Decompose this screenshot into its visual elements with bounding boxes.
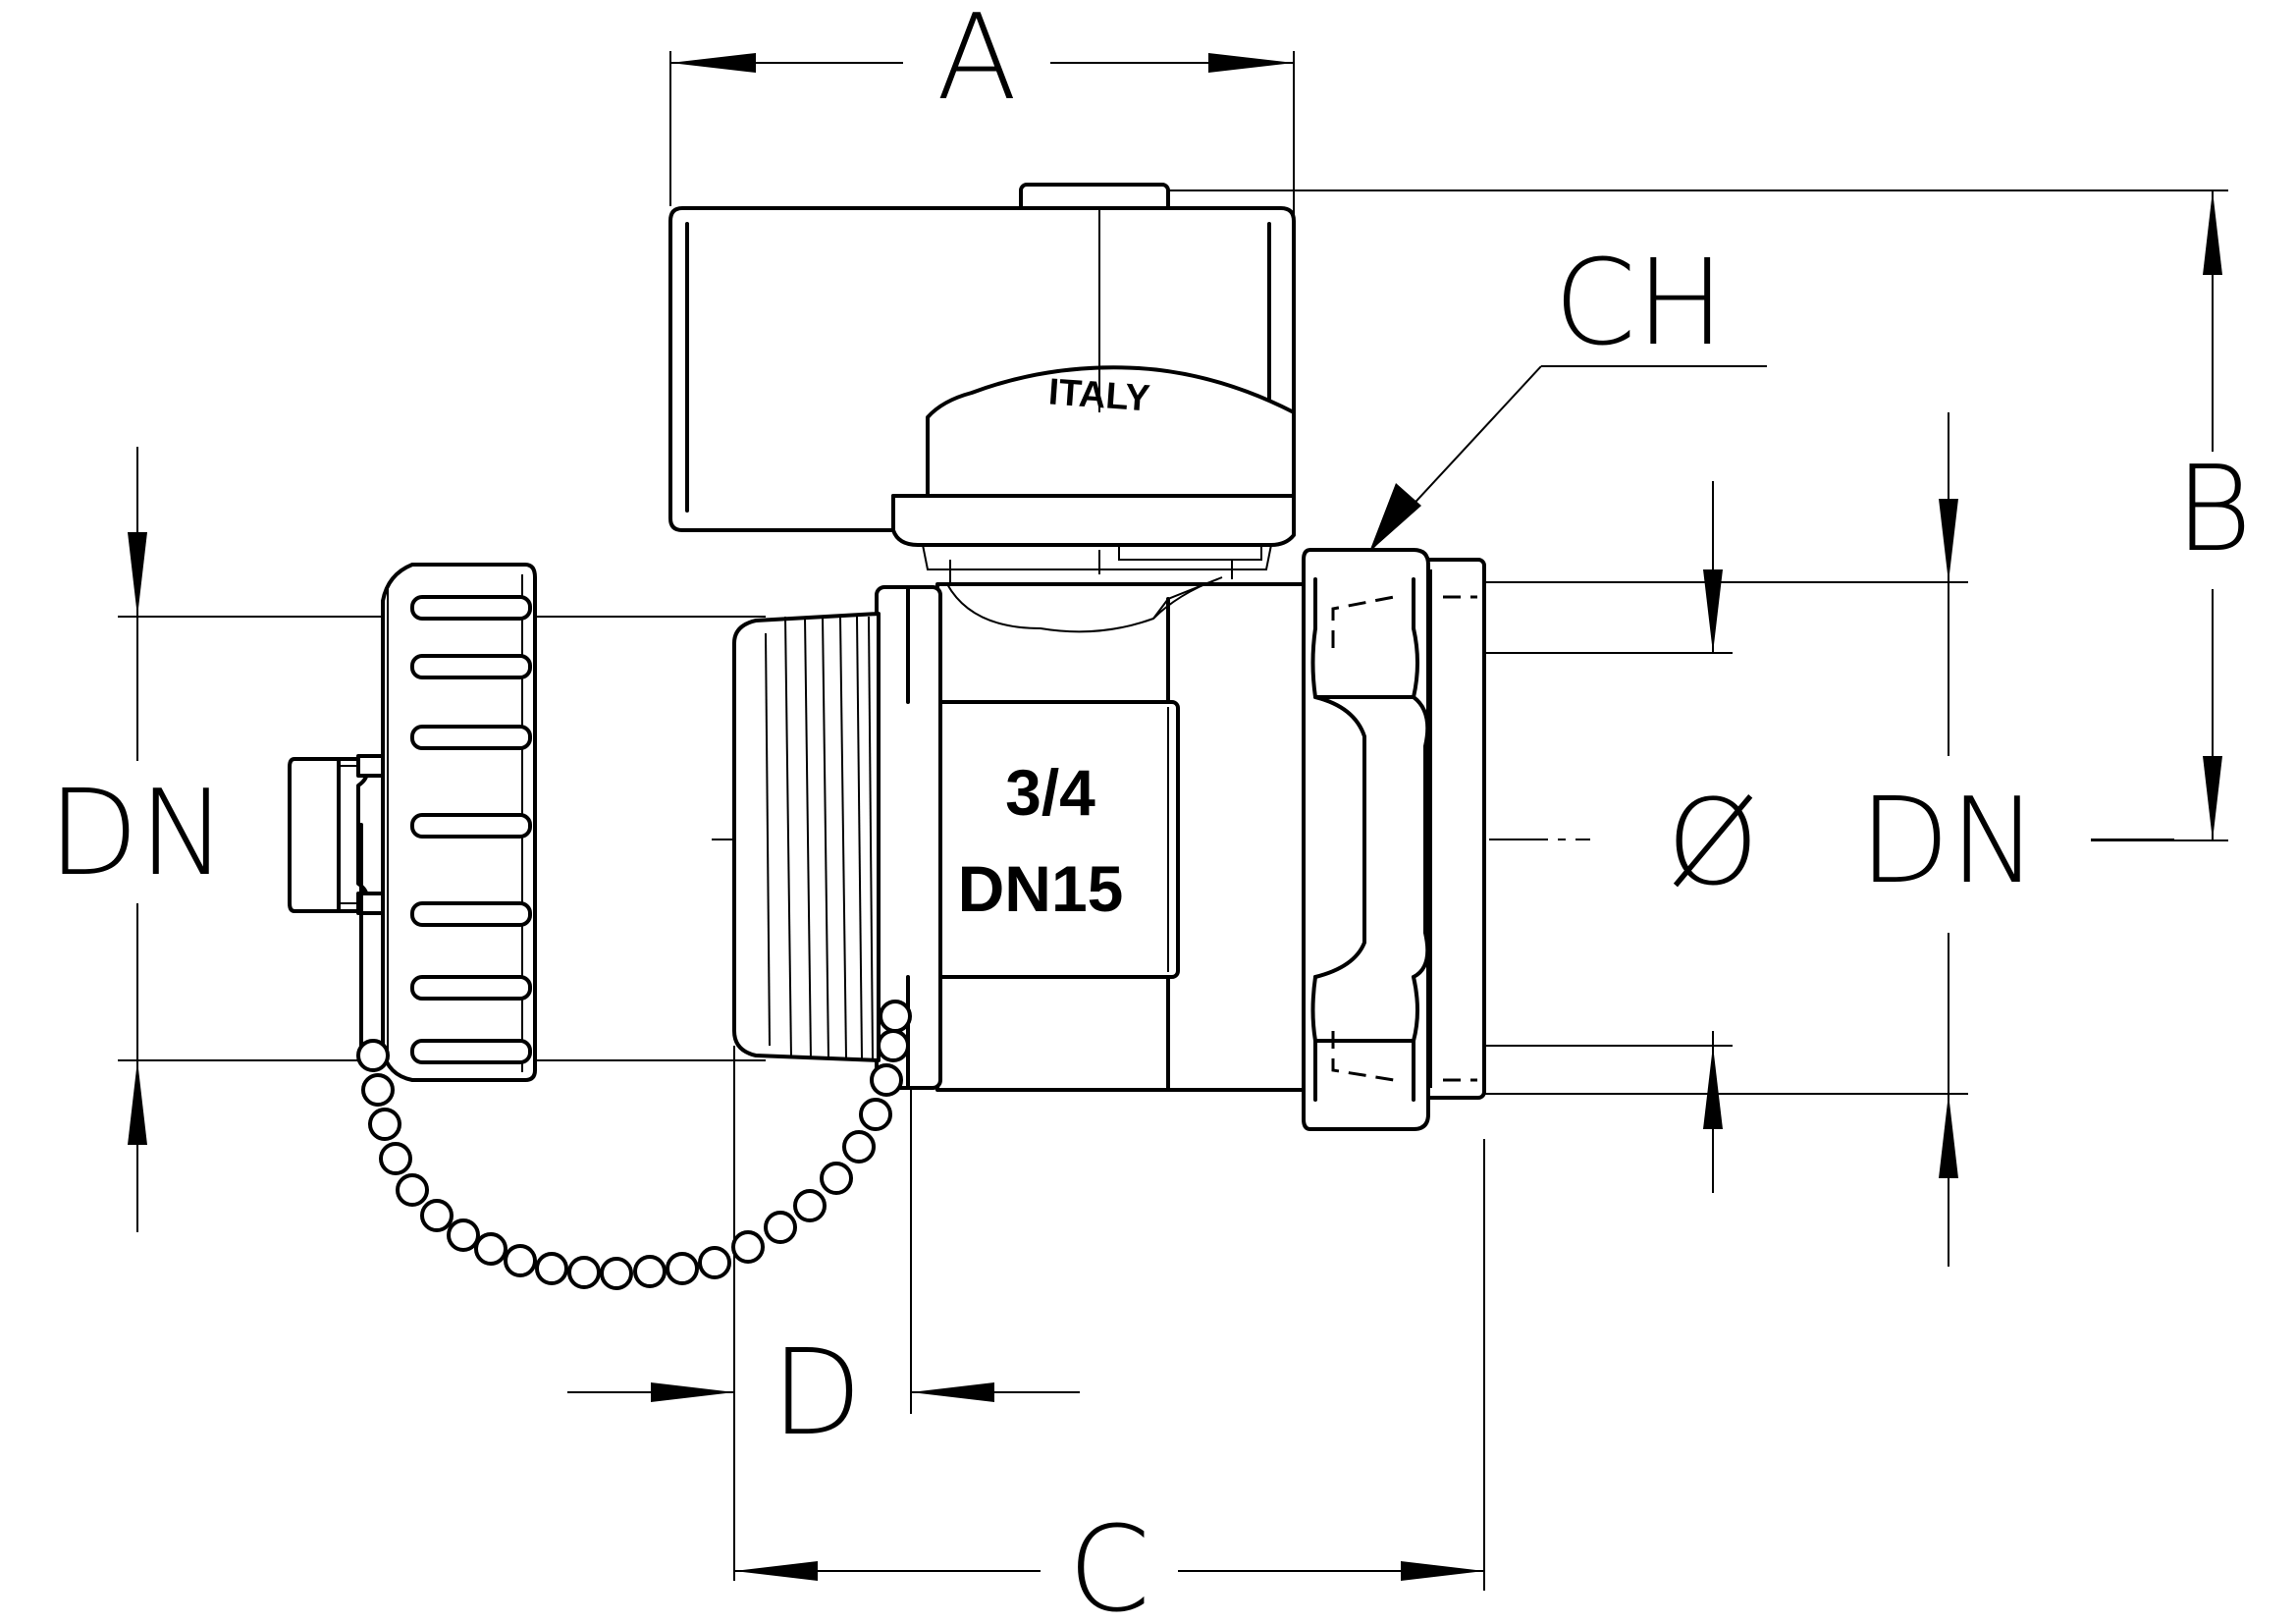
handle-italy-marking: ITALY (1047, 371, 1151, 419)
body-size-marking: 3/4 (1005, 756, 1095, 829)
dimension-labels: A B CH DN DN Ø D C (48, 0, 2252, 1624)
dimension-b-label: B (2175, 442, 2253, 578)
dimension-a-label: A (936, 0, 1017, 127)
valve-body: 3/4 DN15 (906, 560, 1308, 1092)
valve-handle: ITALY (668, 183, 1296, 574)
hex-union-nut (1302, 548, 1486, 1131)
retaining-chain (356, 1000, 912, 1290)
body-dn-marking: DN15 (958, 852, 1124, 925)
dust-cap (288, 563, 537, 1082)
dimension-d-label: D (772, 1326, 862, 1462)
dimension-arrows (128, 53, 2222, 1581)
male-thread (732, 585, 942, 1090)
dimension-dn-right-label: DN (1859, 774, 2038, 910)
dimension-ch-label: CH (1554, 236, 1725, 372)
dimension-dn-left-label: DN (48, 766, 227, 902)
dimension-diameter-label: Ø (1667, 776, 1759, 912)
dimension-c-label: C (1068, 1502, 1150, 1624)
